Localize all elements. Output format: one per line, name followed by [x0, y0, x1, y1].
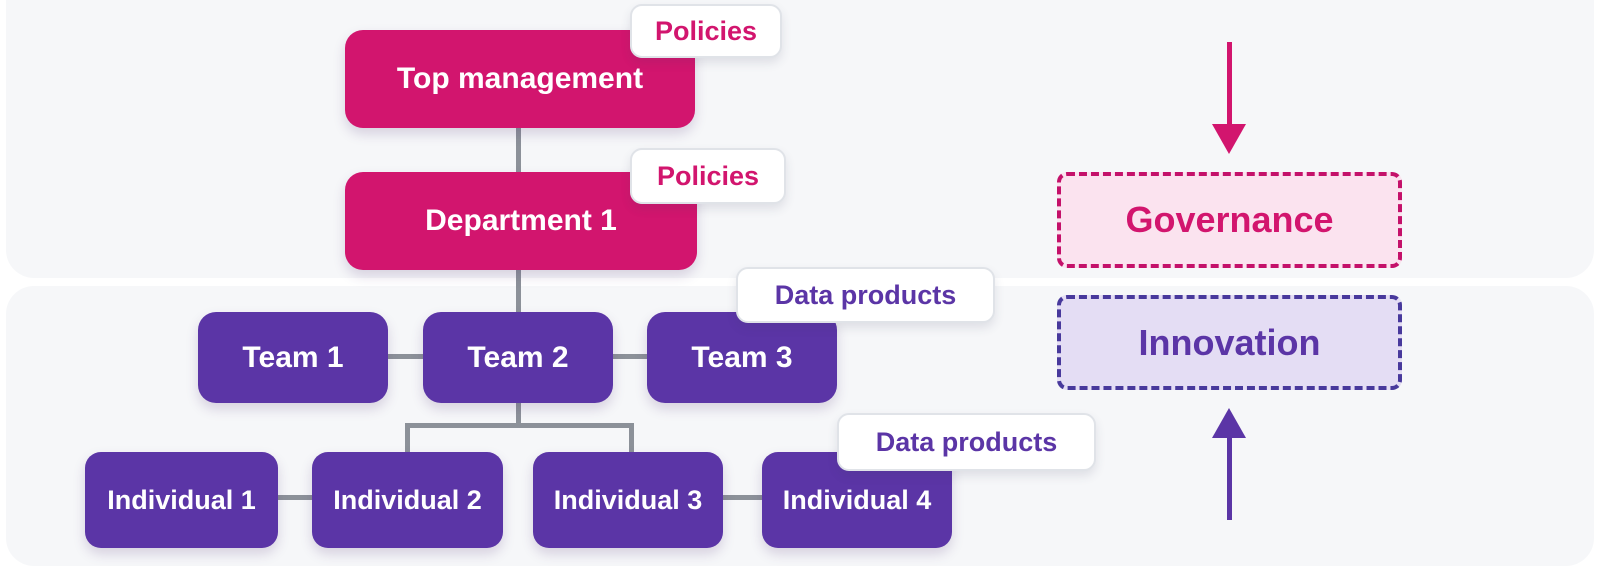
governance-down-arrow-icon: [1212, 124, 1246, 154]
connector-drop-individual2: [405, 423, 410, 454]
data-products-tag-individuals: Data products: [837, 413, 1096, 471]
team-1-node: Team 1: [198, 312, 388, 403]
top-management-node: Top management: [345, 30, 695, 128]
connector-department-team2: [516, 268, 521, 314]
department-1-node: Department 1: [345, 172, 697, 270]
innovation-up-arrow-line: [1227, 436, 1232, 520]
individual-3-node: Individual 3: [533, 452, 723, 548]
policies-tag-top-management: Policies: [630, 4, 782, 58]
innovation-box: Innovation: [1057, 295, 1402, 390]
individual-2-node: Individual 2: [312, 452, 503, 548]
policies-tag-department: Policies: [630, 148, 786, 204]
connector-drop-individual3: [629, 423, 634, 454]
connector-topmgmt-department: [516, 126, 521, 174]
individual-1-node: Individual 1: [85, 452, 278, 548]
governance-box: Governance: [1057, 172, 1402, 268]
connector-individual1-2: [278, 495, 312, 500]
team-2-node: Team 2: [423, 312, 613, 403]
connector-team1-team2: [388, 354, 423, 359]
governance-down-arrow-line: [1227, 42, 1232, 126]
connector-individuals-bar: [405, 423, 634, 428]
data-products-tag-teams: Data products: [736, 267, 995, 323]
connector-team2-stem: [516, 401, 521, 425]
innovation-up-arrow-icon: [1212, 408, 1246, 438]
connector-individual3-4: [723, 495, 762, 500]
connector-team2-team3: [613, 354, 647, 359]
team-3-node: Team 3: [647, 312, 837, 403]
